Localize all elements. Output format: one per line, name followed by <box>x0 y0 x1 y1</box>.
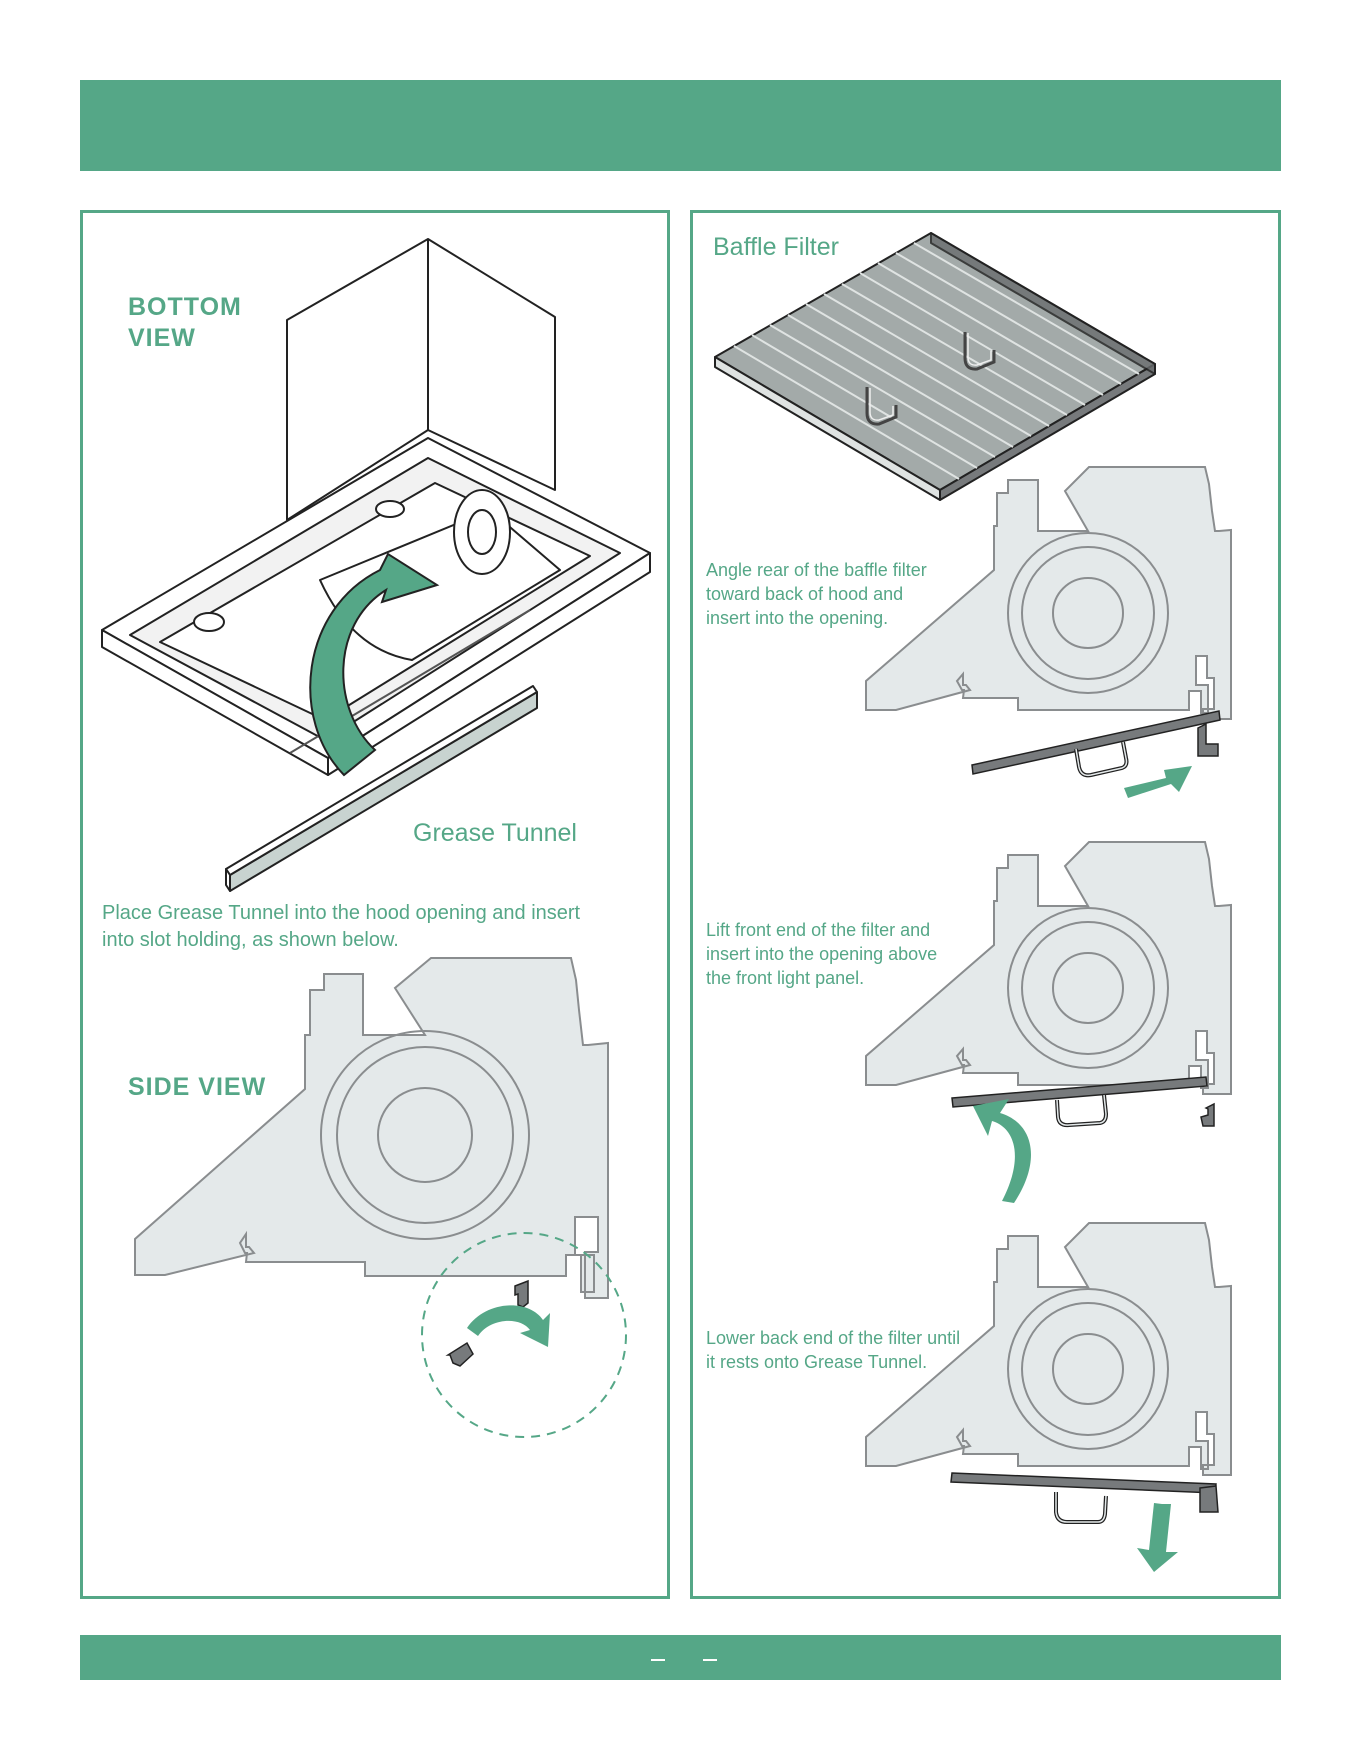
step2-line-3: the front light panel. <box>706 968 865 988</box>
bottom-view-label: BOTTOM VIEW <box>128 292 242 354</box>
left-instruction-line-2: into slot holding, as shown below. <box>102 929 399 951</box>
header-bar <box>80 80 1281 171</box>
step1-instruction: Angle rear of the baffle filter toward b… <box>706 558 927 630</box>
step2-illustration <box>865 841 1232 1203</box>
step2-line-1: Lift front end of the filter and <box>706 920 931 940</box>
right-panel <box>690 210 1281 1599</box>
hood-illustration <box>101 238 651 892</box>
step3-illustration <box>865 1222 1232 1572</box>
step3-instruction: Lower back end of the filter until it re… <box>706 1326 960 1374</box>
arrow-icon <box>1137 1503 1178 1572</box>
step1-line-2: toward back of hood and <box>706 584 904 604</box>
baffle-filter-label: Baffle Filter <box>713 233 839 261</box>
footer-dash <box>651 1659 665 1661</box>
side-view-label: SIDE VIEW <box>128 1073 267 1101</box>
arrow-icon <box>973 1099 1031 1203</box>
arrow-icon <box>1124 766 1192 798</box>
bottom-view-line-1: BOTTOM <box>128 293 242 321</box>
step1-line-3: insert into the opening. <box>706 608 889 628</box>
side-view-illustration <box>134 957 627 1438</box>
step2-instruction: Lift front end of the filter and insert … <box>706 918 937 990</box>
step2-line-2: insert into the opening above <box>706 944 938 964</box>
bottom-view-line-2: VIEW <box>128 324 196 352</box>
arrow-icon <box>467 1305 550 1347</box>
step1-illustration <box>865 466 1232 798</box>
left-instruction-line-1: Place Grease Tunnel into the hood openin… <box>102 902 581 924</box>
grease-tunnel-label: Grease Tunnel <box>413 819 577 847</box>
left-instruction: Place Grease Tunnel into the hood openin… <box>102 900 580 954</box>
step3-line-1: Lower back end of the filter until <box>706 1328 961 1348</box>
footer-dash <box>703 1659 717 1661</box>
detail-circle <box>421 1232 627 1438</box>
step1-line-1: Angle rear of the baffle filter <box>706 560 927 580</box>
baffle-filter-illustration <box>714 232 1156 501</box>
step3-line-2: it rests onto Grease Tunnel. <box>706 1352 928 1372</box>
arrow-icon <box>309 552 440 777</box>
footer-bar <box>80 1635 1281 1680</box>
left-panel <box>80 210 670 1599</box>
